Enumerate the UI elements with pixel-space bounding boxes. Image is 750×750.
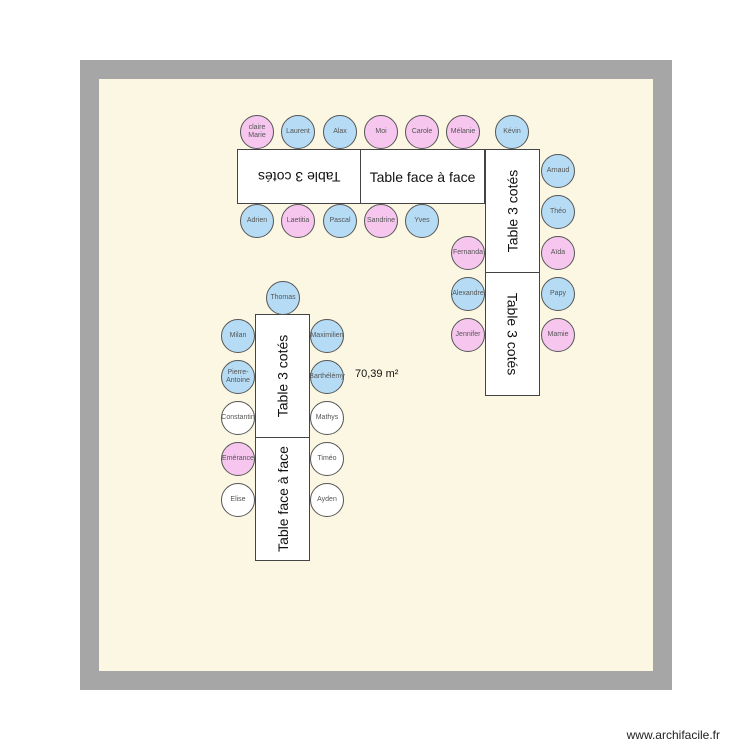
seat[interactable]: Mamie [541,318,575,352]
seat[interactable]: Constantin [221,401,255,435]
area-label: 70,39 m² [355,368,399,380]
seat[interactable]: Sandrine [364,204,398,238]
table-label: Table 3 cotés [504,169,521,253]
table-label: Table 3 cotés [257,168,341,185]
seat[interactable]: Mélanie [446,115,480,149]
seat[interactable]: Aïda [541,236,575,270]
seat[interactable]: Ayden [310,483,344,517]
seat[interactable]: Alax [323,115,357,149]
table-label: Table 3 cotés [504,292,521,376]
seat[interactable]: Carole [405,115,439,149]
seat[interactable]: Barthélémy [309,360,345,394]
seat[interactable]: Elise [221,483,255,517]
table-three-sided-right-upper[interactable]: Table 3 cotés [485,149,540,273]
seat[interactable]: Papy [541,277,575,311]
table-face-to-face-left[interactable]: Table face à face [255,437,310,561]
seat[interactable]: Laurent [281,115,315,149]
seat[interactable]: Thomas [266,281,300,315]
table-three-sided-top-left[interactable]: Table 3 cotés [237,149,361,204]
seat[interactable]: claire Marie [240,115,274,149]
seat[interactable]: Maximilien [310,319,344,353]
seat[interactable]: Théo [541,195,575,229]
table-label: Table 3 cotés [274,334,291,418]
seat[interactable]: Yves [405,204,439,238]
table-label: Table face à face [274,446,291,552]
seat[interactable]: Emérance [221,442,255,476]
seat[interactable]: Milan [221,319,255,353]
seat[interactable]: Arnaud [541,154,575,188]
seat[interactable]: Pierre-Antoine [221,360,255,394]
seat[interactable]: Alexandre [451,277,485,311]
table-label: Table face à face [369,168,476,185]
table-three-sided-right-lower[interactable]: Table 3 cotés [485,272,540,396]
seat[interactable]: Adrien [240,204,274,238]
seat[interactable]: Moi [364,115,398,149]
watermark-text: www.archifacile.fr [626,728,720,742]
seat[interactable]: Pascal [323,204,357,238]
seat[interactable]: Timéo [310,442,344,476]
table-face-to-face-top[interactable]: Table face à face [360,149,485,204]
seat[interactable]: Laetitia [281,204,315,238]
seat[interactable]: Fernanda [451,236,485,270]
seat[interactable]: Kévin [495,115,529,149]
seat[interactable]: Mathys [310,401,344,435]
seat[interactable]: Jennifer [451,318,485,352]
table-three-sided-left[interactable]: Table 3 cotés [255,314,310,438]
